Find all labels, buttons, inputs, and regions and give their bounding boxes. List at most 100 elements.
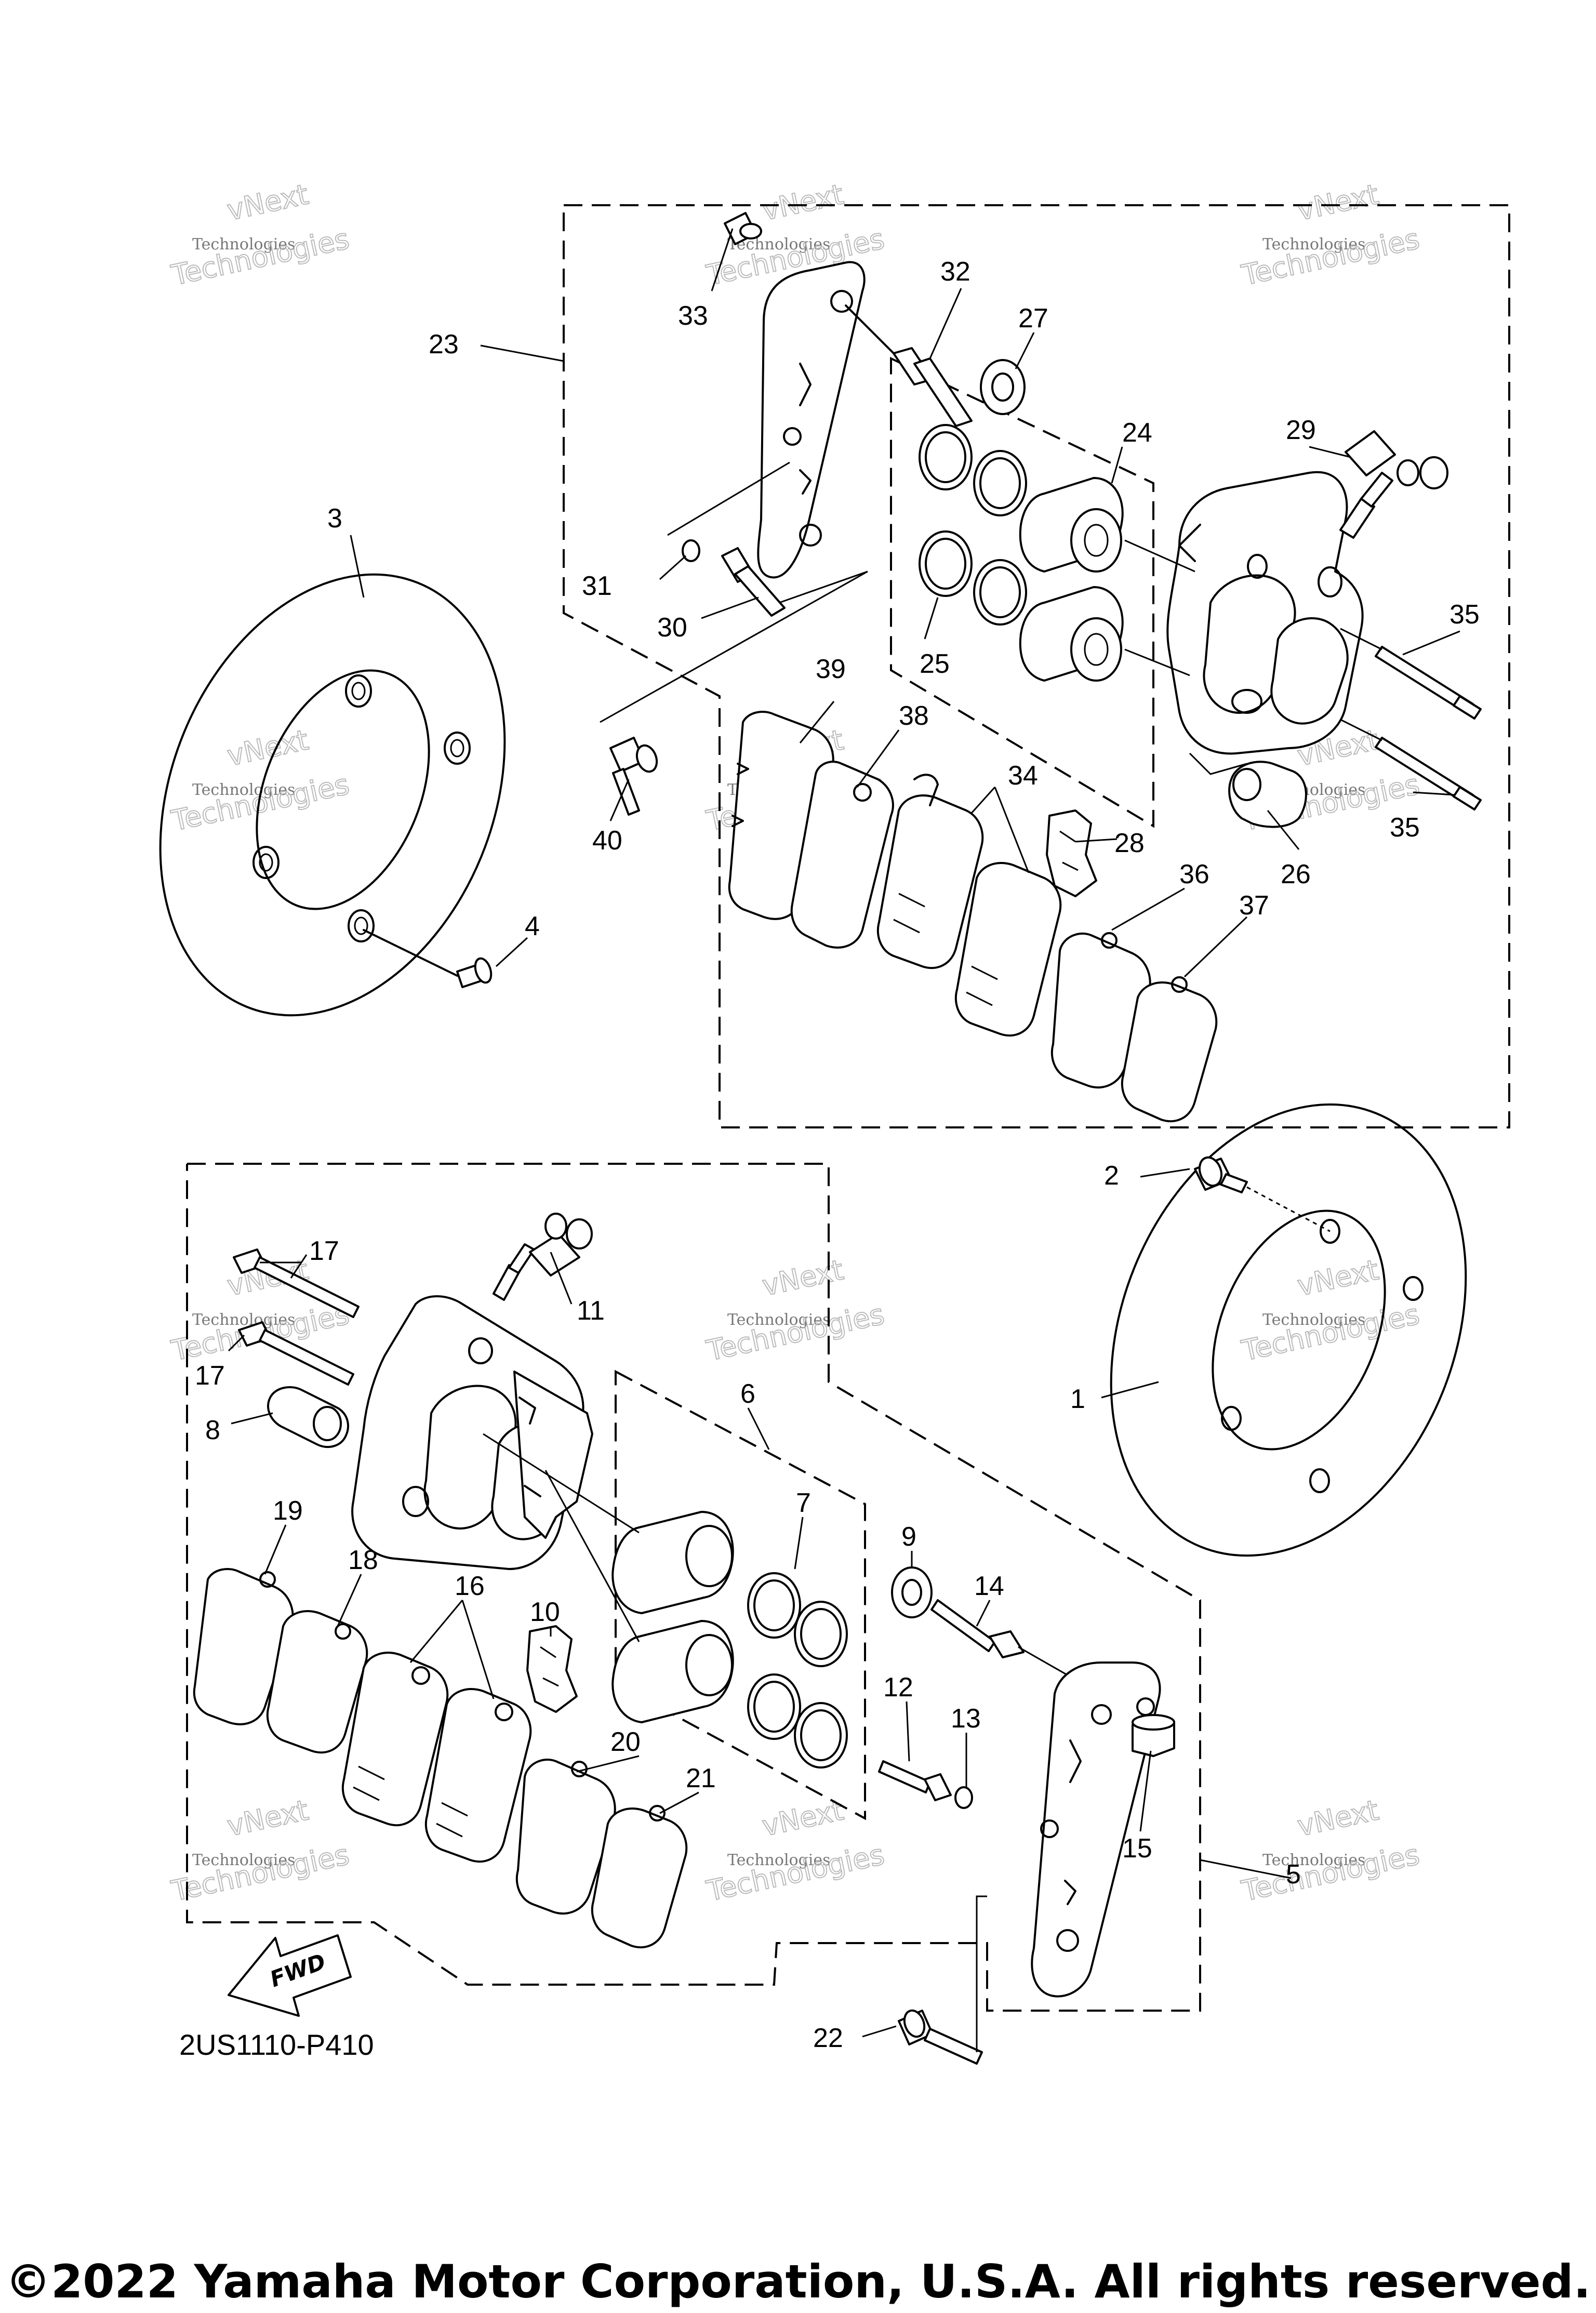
pistons-lower [483, 1433, 734, 1723]
callout-22: 22 [813, 2023, 843, 2053]
bolt-40 [609, 737, 658, 816]
leader-bracket-30 [779, 570, 868, 604]
slide-pin-12 [878, 1760, 952, 1801]
brake-pad-16-outer [341, 1652, 449, 1827]
forward-direction-arrow: FWD [228, 1934, 352, 2017]
watermark: vNext Technologies Technologies [168, 1793, 352, 1908]
watermark: vNext Technologies Technologies [703, 1793, 887, 1908]
slide-pin-32 [845, 304, 973, 427]
callout-35-upper: 35 [1449, 600, 1480, 630]
leader-bracket-bottom [667, 461, 790, 536]
svg-text:Technologies: Technologies [1262, 1311, 1366, 1329]
callout-25: 25 [920, 649, 950, 679]
callout-16: 16 [455, 1571, 485, 1601]
upper-caliper-assembly-boundary [563, 204, 1510, 1128]
callout-9: 9 [901, 1522, 916, 1552]
callout-12: 12 [883, 1672, 913, 1703]
leader-box-join [600, 570, 868, 723]
disc-bolt-lower [1194, 1156, 1331, 1232]
svg-text:Technologies: Technologies [727, 1851, 831, 1869]
callout-36: 36 [1179, 859, 1209, 889]
svg-text:vNext: vNext [1295, 1253, 1381, 1302]
callout-24: 24 [1122, 418, 1152, 448]
callout-17-upper: 17 [309, 1236, 339, 1266]
piston-seals-upper [919, 424, 1027, 626]
callout-10: 10 [530, 1597, 560, 1627]
svg-text:Technologies: Technologies [168, 1838, 352, 1908]
callout-33: 33 [678, 301, 708, 331]
svg-text:Technologies: Technologies [168, 222, 352, 292]
callout-29: 29 [1286, 415, 1316, 445]
svg-text:Technologies: Technologies [703, 1838, 887, 1908]
brake-disc-lower [1110, 1103, 1467, 1557]
callout-numbers: 1 2 3 4 5 6 7 8 9 10 11 12 13 14 15 16 1… [195, 257, 1480, 2053]
callout-2: 2 [1104, 1161, 1119, 1191]
callout-15: 15 [1122, 1833, 1152, 1864]
caliper-body-lower [351, 1295, 593, 1570]
callout-4: 4 [525, 911, 540, 941]
svg-text:Technologies: Technologies [192, 235, 296, 254]
pad-spring-10 [526, 1625, 578, 1713]
svg-text:Technologies: Technologies [192, 781, 296, 799]
callout-14: 14 [974, 1571, 1004, 1601]
watermark: vNext Technologies Technologies [1238, 1253, 1422, 1367]
callout-28: 28 [1114, 828, 1145, 858]
svg-text:Technologies: Technologies [1239, 1298, 1422, 1367]
bleeder-29 [1339, 430, 1448, 539]
watermark: vNext Technologies Technologies [1238, 177, 1422, 292]
brake-pad-34-inner [954, 862, 1062, 1037]
svg-text:Technologies: Technologies [1239, 222, 1422, 292]
svg-text:vNext: vNext [760, 178, 846, 227]
svg-text:vNext: vNext [760, 1253, 846, 1302]
callout-3: 3 [327, 503, 342, 534]
callout-37: 37 [1239, 890, 1269, 921]
callout-6: 6 [740, 1379, 755, 1409]
sleeve-15 [1132, 1714, 1175, 1757]
sleeve-26 [1189, 752, 1307, 828]
callout-27: 27 [1018, 303, 1048, 334]
svg-text:vNext: vNext [1295, 1793, 1381, 1842]
callout-38: 38 [899, 701, 929, 731]
upper-seal-kit-boundary [890, 356, 1154, 828]
guide-pin-17-upper [233, 1248, 360, 1318]
shim-37 [1121, 976, 1218, 1123]
guide-pin-35-lower [1340, 719, 1482, 810]
washer-31 [682, 539, 700, 562]
bleeder-cap-upper [724, 212, 762, 245]
piston-seals-lower [747, 1572, 848, 1769]
svg-text:Technologies: Technologies [703, 1298, 887, 1367]
svg-text:vNext: vNext [224, 1793, 311, 1842]
shim-21 [591, 1805, 688, 1949]
callout-13: 13 [951, 1704, 981, 1734]
washer-13 [954, 1786, 973, 1809]
callout-26: 26 [1281, 859, 1311, 889]
boot-9 [891, 1566, 933, 1618]
callout-20: 20 [610, 1727, 641, 1757]
svg-text:Technologies: Technologies [1262, 235, 1366, 254]
callout-31: 31 [582, 571, 612, 601]
svg-text:vNext: vNext [224, 178, 311, 227]
leader-lines [228, 228, 1460, 2038]
disc-bolt-upper [363, 929, 493, 988]
callout-21: 21 [686, 1763, 716, 1793]
callout-23: 23 [429, 329, 459, 360]
callout-30: 30 [657, 613, 687, 643]
watermark: vNext Technologies Technologies [703, 1253, 887, 1367]
svg-text:Technologies: Technologies [1262, 1851, 1366, 1869]
callout-11: 11 [577, 1296, 605, 1326]
callout-18: 18 [348, 1545, 378, 1575]
callout-17-lower: 17 [195, 1361, 225, 1391]
svg-text:vNext: vNext [224, 723, 311, 772]
caliper-body-upper [1124, 471, 1364, 755]
callout-19: 19 [273, 1496, 303, 1526]
brake-pad-16-inner [424, 1688, 532, 1863]
callout-39: 39 [816, 654, 846, 684]
callout-7: 7 [796, 1488, 811, 1518]
shim-18 [266, 1610, 368, 1754]
svg-text:Technologies: Technologies [192, 1311, 296, 1329]
slide-pin-30 [721, 547, 786, 617]
brake-disc-upper [159, 573, 506, 1017]
bleeder-11 [493, 1213, 593, 1301]
guide-pin-17-lower [238, 1321, 354, 1386]
